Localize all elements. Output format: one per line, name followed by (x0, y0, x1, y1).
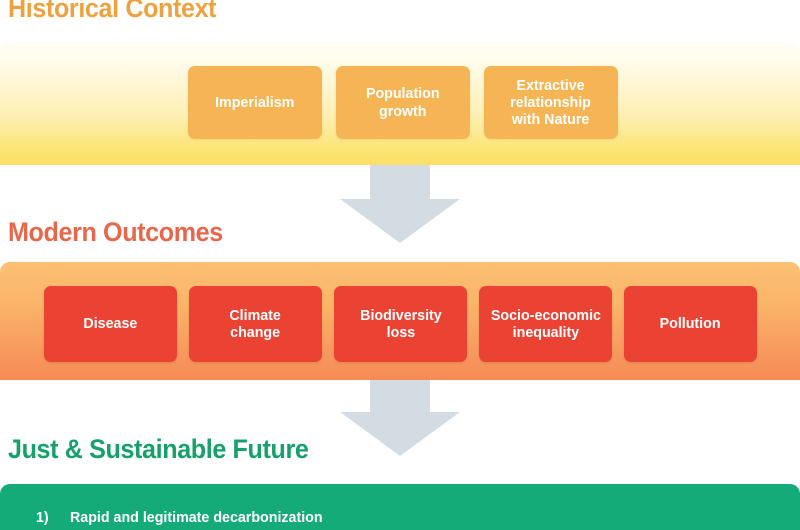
node-pollution[interactable]: Pollution (624, 286, 757, 362)
section-heading-modern-outcomes: Modern Outcomes (8, 217, 223, 247)
list-item: 1) Rapid and legitimate decarbonization (0, 508, 800, 528)
node-socio-economic-inequality[interactable]: Socio-economic inequality (479, 286, 612, 362)
node-label-line2: change (230, 324, 281, 341)
list-item-text: Rapid and legitimate decarbonization (70, 509, 323, 526)
node-label-line2: loss (386, 324, 415, 341)
list-item-number: 1) (36, 509, 49, 526)
arrow-shaft (370, 380, 430, 413)
node-label: Pollution (660, 315, 721, 333)
node-label-line1: Socio-economic (490, 306, 601, 324)
node-label-line2: growth (379, 102, 427, 120)
section-heading-just-sustainable-future: Just & Sustainable Future (8, 434, 309, 464)
section-heading-historical-context: Historical Context (8, 0, 217, 23)
node-label-line1: Climate (229, 306, 282, 324)
node-label-line3: with Nature (512, 111, 590, 129)
node-label: Disease (83, 315, 138, 333)
modern-outcomes-box-row: Disease Climate change Biodiversity loss… (44, 286, 757, 362)
node-population-growth[interactable]: Population growth (336, 66, 470, 139)
node-label-line1: Biodiversity (359, 306, 442, 324)
node-label-line1: Extractive (516, 76, 586, 94)
historical-context-box-row: Imperialism Population growth Extractive… (188, 66, 618, 139)
arrow-head (340, 412, 460, 456)
node-climate-change[interactable]: Climate change (189, 286, 322, 362)
arrow-shaft (370, 165, 430, 200)
node-extractive-relationship-with-nature[interactable]: Extractive relationship with Nature (484, 66, 618, 139)
node-imperialism[interactable]: Imperialism (188, 66, 322, 139)
arrow-head (340, 199, 460, 243)
band-just-sustainable-future (0, 484, 800, 530)
node-label-line1: Population (366, 85, 440, 103)
node-biodiversity-loss[interactable]: Biodiversity loss (334, 286, 467, 362)
node-label-line2: inequality (512, 324, 579, 341)
future-action-list: 1) Rapid and legitimate decarbonization (0, 484, 800, 528)
node-label: Imperialism (215, 93, 295, 111)
node-label-line2: relationship (510, 93, 592, 111)
node-disease[interactable]: Disease (44, 286, 177, 362)
